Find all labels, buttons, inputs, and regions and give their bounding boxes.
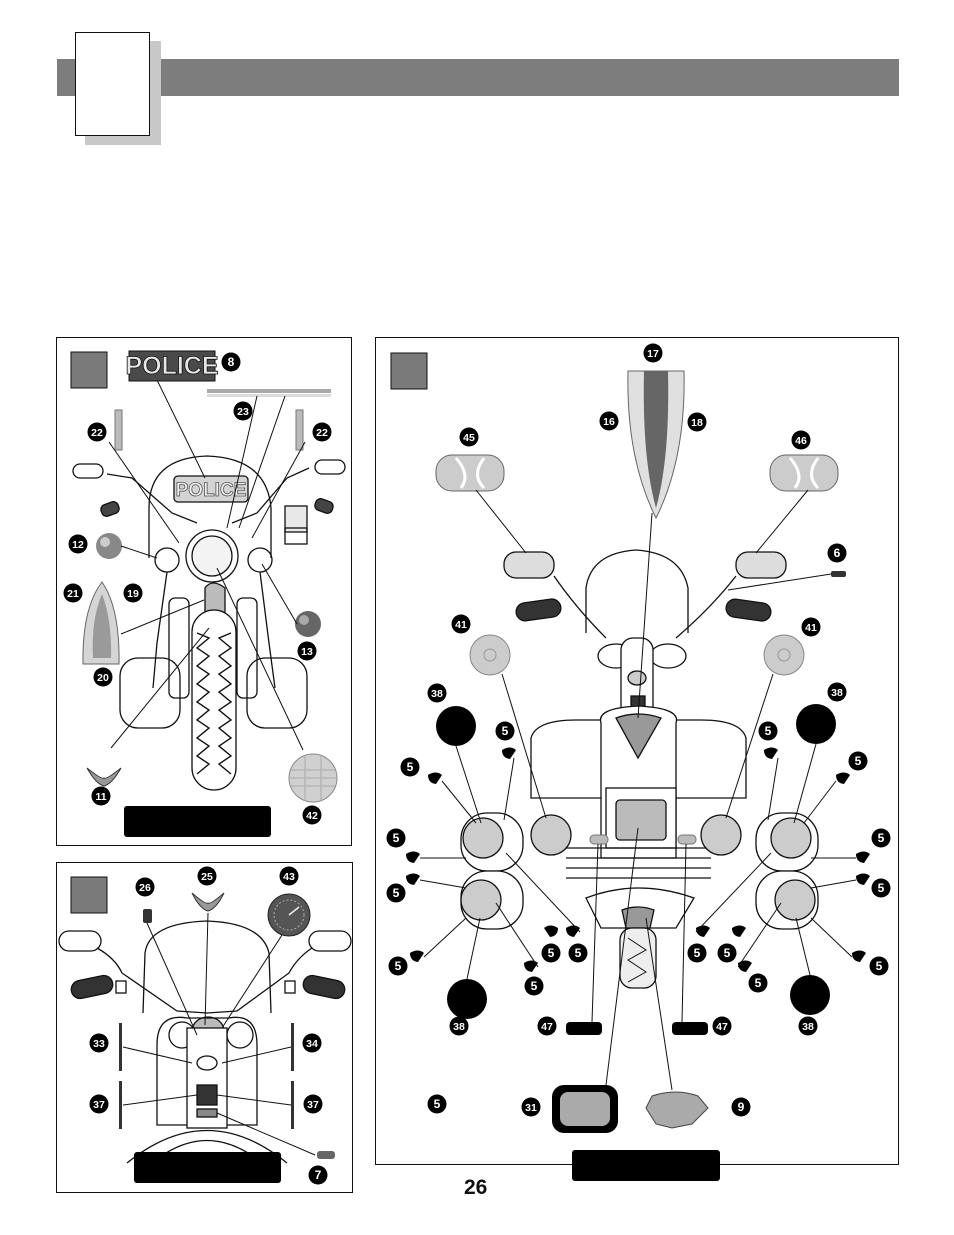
panel-c-label-bar (572, 1150, 720, 1181)
switch-decal-26 (143, 909, 152, 923)
motorcycle-handlebar-view-drawing (58, 920, 352, 1164)
panel-front-decals: POLICE POLICE (56, 337, 352, 846)
mirror-decal-45 (435, 454, 505, 492)
header-bar (57, 59, 899, 96)
reflector-12 (96, 533, 122, 559)
disc-decal-38-2 (796, 704, 836, 744)
motorcycle-rear-view-drawing (503, 549, 787, 989)
eagle-emblem-9 (645, 1091, 709, 1129)
panel-b-marker (70, 876, 108, 914)
panel-c-drawing (390, 352, 870, 1133)
stripe-decal-23 (207, 389, 331, 393)
reflector-41-left (469, 634, 511, 676)
police-decal: POLICE (125, 350, 219, 382)
strip-decals-33-34-37 (119, 1023, 294, 1129)
page-number: 26 (464, 1176, 488, 1199)
step-number-box (75, 32, 150, 136)
front-tire-tread (195, 632, 233, 775)
eagle-emblem-25 (191, 892, 225, 912)
panel-b-label-bar (134, 1152, 281, 1183)
reflector-13 (295, 611, 321, 637)
panel-dashboard-decals (56, 862, 353, 1193)
eagle-emblem-11 (86, 767, 122, 787)
panel-c-leader-lines (419, 489, 857, 1091)
panel-a-label-bar (124, 806, 271, 837)
strip-decal-22-right (295, 409, 304, 451)
mirror-decal-46 (769, 454, 839, 492)
panel-b-leader-lines (122, 912, 316, 1156)
panel-c-marker (390, 352, 428, 390)
panel-rear-decals (375, 337, 899, 1181)
reflector-41-right (763, 634, 805, 676)
svg-text:POLICE: POLICE (176, 480, 247, 501)
wedge-reflectors-5 (406, 747, 870, 972)
panel-b-drawing (58, 876, 352, 1164)
disc-decal-38-3 (447, 979, 487, 1019)
panel-a-marker (70, 351, 108, 389)
taillight-clusters (460, 812, 819, 930)
decal-6 (831, 571, 846, 577)
panel-a-leader-lines (108, 379, 306, 751)
police-decal-text: POLICE (125, 352, 218, 380)
decal-47-left (566, 1022, 602, 1035)
strip-decal-22-left (114, 409, 123, 451)
panel-a-drawing: POLICE POLICE (70, 350, 346, 803)
decal-47-right (672, 1022, 708, 1035)
decal-7 (317, 1151, 335, 1159)
fender-stripe-decal-16-17-18 (627, 370, 685, 520)
disc-decal-38-4 (790, 975, 830, 1015)
disc-decal-38-1 (436, 706, 476, 746)
